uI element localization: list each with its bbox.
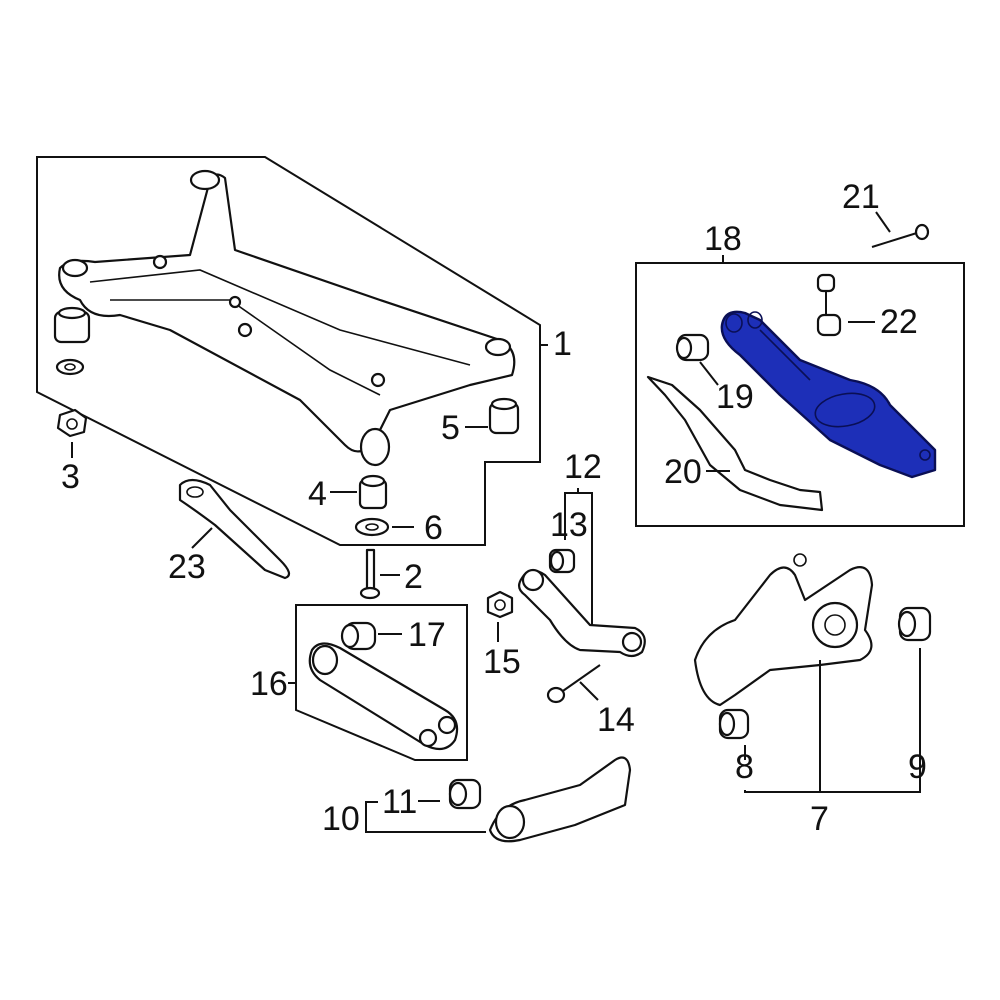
callout-14: 14 <box>597 701 635 739</box>
callout-6: 6 <box>424 509 443 547</box>
callout-23: 23 <box>168 548 206 586</box>
bushing-13[interactable] <box>548 548 576 574</box>
callout-16: 16 <box>250 665 288 703</box>
bushing-9[interactable] <box>897 606 932 642</box>
subframe-crossmember[interactable] <box>58 169 516 467</box>
callout-18: 18 <box>704 220 742 258</box>
callout-17: 17 <box>408 616 446 654</box>
highlighted-arm-group-outline <box>635 262 965 527</box>
callout-12: 12 <box>564 448 602 486</box>
bushing-19[interactable] <box>675 333 710 362</box>
callout-10: 10 <box>322 800 360 838</box>
callout-22: 22 <box>880 303 918 341</box>
callout-3: 3 <box>61 458 80 496</box>
nut-3[interactable] <box>56 408 88 438</box>
lower-arm-group-outline <box>295 604 468 761</box>
bracket-23[interactable] <box>178 478 291 580</box>
callout-1: 1 <box>553 325 572 363</box>
callout-7: 7 <box>810 800 829 838</box>
bushing-8[interactable] <box>718 708 750 740</box>
lower-control-arm-16[interactable] <box>308 642 459 751</box>
bushing-4[interactable] <box>358 474 388 510</box>
callout-21: 21 <box>842 178 880 216</box>
bushing-11[interactable] <box>448 778 482 810</box>
callout-11: 11 <box>382 783 418 821</box>
knuckle-7[interactable] <box>693 553 874 707</box>
bolt-21[interactable] <box>871 223 930 248</box>
callout-13: 13 <box>550 506 588 544</box>
mount-bushing-left[interactable] <box>53 306 91 376</box>
callout-2: 2 <box>404 558 423 596</box>
callout-20: 20 <box>664 453 702 491</box>
upper-arm-12[interactable] <box>518 568 646 658</box>
callout-15: 15 <box>483 643 521 681</box>
callout-8: 8 <box>735 748 754 786</box>
bushing-17[interactable] <box>340 621 377 651</box>
callout-19: 19 <box>716 378 754 416</box>
callout-5: 5 <box>441 409 460 447</box>
bolt-14[interactable] <box>546 664 601 704</box>
nut-15[interactable] <box>486 590 514 619</box>
lower-control-arm-18-highlighted[interactable] <box>720 310 937 479</box>
callout-9: 9 <box>908 748 927 786</box>
stabilizer-link-22[interactable] <box>816 273 842 337</box>
callout-4: 4 <box>308 475 327 513</box>
subframe-group-outline <box>36 156 541 546</box>
shield-20[interactable] <box>646 375 824 512</box>
washer-6[interactable] <box>354 517 390 537</box>
trailing-arm-10[interactable] <box>488 756 632 843</box>
bushing-5[interactable] <box>488 397 520 435</box>
bolt-2[interactable] <box>359 548 381 600</box>
